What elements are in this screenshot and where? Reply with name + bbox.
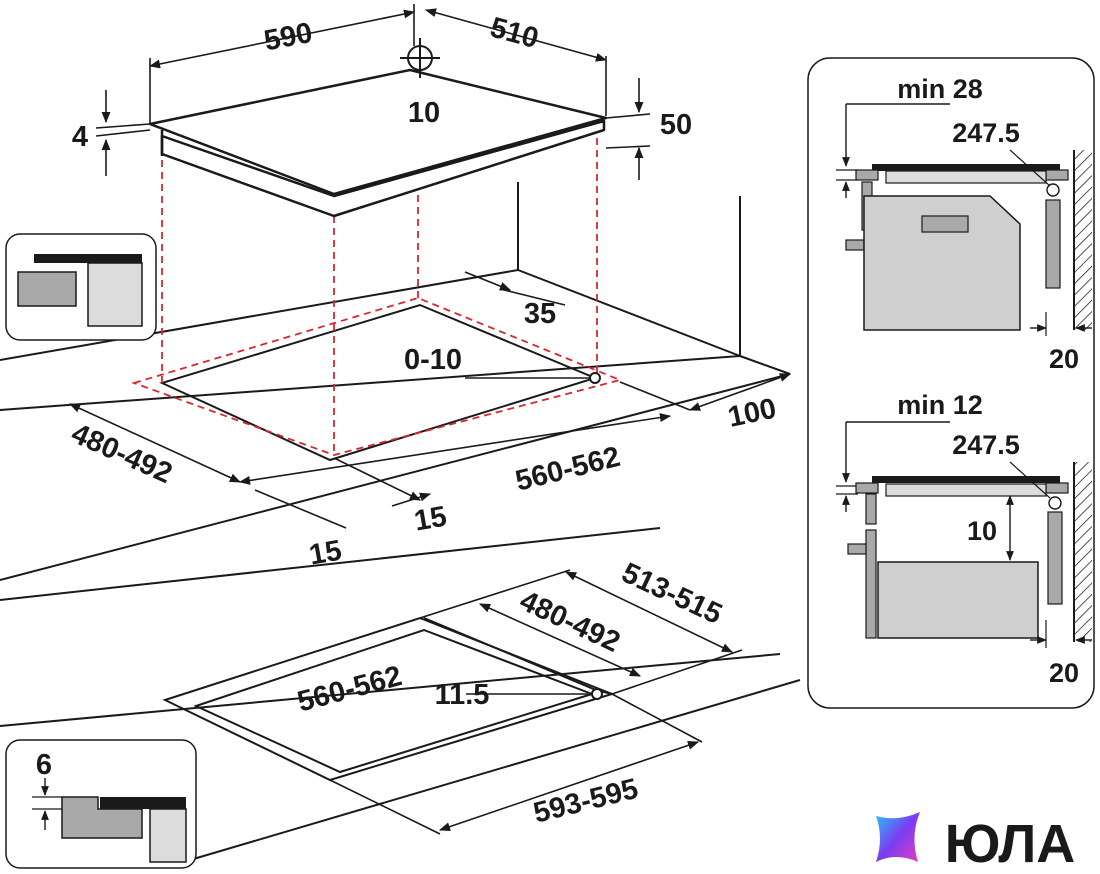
hob-width-label: 590 [261, 17, 315, 58]
side-gap-left-label: 15 [307, 535, 344, 572]
dimension-lines-top [68, 4, 792, 529]
inset-flush [5, 233, 157, 341]
range-label: 0-10 [404, 344, 462, 376]
hole-icon [589, 372, 601, 384]
section-bottom-gap-label: 10 [967, 516, 997, 546]
section-top [836, 103, 1092, 336]
dimension-lines-bottom [329, 569, 743, 835]
outer-depth-label: 513-515 [617, 557, 727, 631]
inset-depth-label: 6 [36, 749, 52, 781]
radius-label: 11.5 [435, 679, 490, 711]
hob-depth-label: 510 [487, 12, 542, 55]
hob-thickness-label: 4 [72, 121, 88, 153]
rear-gap-label: 35 [524, 298, 556, 330]
cutout-width-label: 560-562 [512, 441, 623, 498]
back-gap-label: 100 [725, 393, 779, 434]
inner-width-label: 560-562 [294, 660, 405, 718]
side-gap-front-label: 15 [412, 501, 449, 538]
section-top-wall-label: 20 [1049, 344, 1079, 374]
hole-icon-recessed [591, 688, 603, 700]
screw-label: 10 [408, 97, 440, 129]
brand-name: ЮЛА [945, 814, 1076, 874]
section-bottom [836, 421, 1092, 648]
section-bottom-wall-label: 20 [1049, 658, 1079, 688]
hob-height-label: 50 [660, 109, 692, 141]
outer-width-label: 593-595 [530, 773, 641, 830]
section-top-min-label: min 28 [897, 74, 983, 104]
section-top-offset-label: 247.5 [952, 118, 1020, 148]
inset-recessed [5, 739, 197, 869]
inner-depth-label: 480-492 [515, 585, 625, 659]
section-bottom-offset-label: 247.5 [952, 430, 1020, 460]
brand-logo [876, 812, 920, 862]
hob-body [148, 68, 608, 218]
section-bottom-min-label: min 12 [897, 390, 983, 420]
brand-star-icon [876, 812, 920, 862]
